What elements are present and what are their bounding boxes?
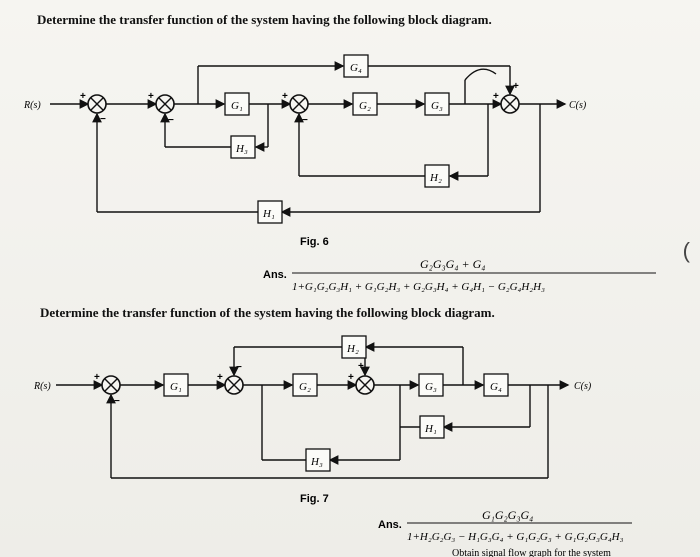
fig6-summing-junction-4	[500, 94, 520, 114]
fig6-summing-junction-2	[155, 94, 175, 114]
svg-text:+: +	[348, 372, 354, 383]
svg-text:+: +	[513, 81, 519, 92]
fig7-summing-junction-2	[224, 375, 244, 395]
svg-text:+: +	[493, 91, 499, 102]
fig7-block-h2-label: H₂	[346, 343, 359, 355]
fig6-block-h1-label: H₁	[262, 208, 275, 220]
svg-text:−: −	[114, 396, 120, 407]
fig7-answer-label: Ans.	[378, 519, 402, 531]
fig7-caption: Fig. 7	[300, 493, 329, 505]
svg-text:−: −	[302, 115, 308, 126]
fig6-answer-label: Ans.	[263, 269, 287, 281]
fig6-answer-denominator: 1+G₁G₂G₃H₁ + G₁G₂H₃ + G₂G₃H₄ + G₄H₁ − G₂…	[292, 281, 545, 293]
fig6-block-h3-label: H₃	[235, 143, 248, 155]
fig6-block-g4-label: G₄	[350, 62, 362, 74]
svg-text:+: +	[148, 91, 154, 102]
fig7-answer-denominator: 1+H₂G₂G₃ − H₁G₃G₄ + G₁G₂G₃ + G₁G₂G₃G₄H₃	[407, 531, 624, 543]
fig6-block-g1-label: G₁	[231, 100, 243, 112]
fig7-block-g2-label: G₂	[299, 381, 311, 393]
fig6-caption: Fig. 6	[300, 236, 329, 248]
svg-text:−: −	[168, 115, 174, 126]
fig6-block-g2-label: G₂	[359, 100, 371, 112]
svg-text:+: +	[80, 91, 86, 102]
fig6-input-label: R(s)	[23, 100, 41, 111]
svg-text:−: −	[100, 114, 106, 125]
fig7-summing-junction-1	[101, 375, 121, 395]
figure-6-diagram: R(s) + − + − G₁ + −	[23, 54, 656, 293]
fig6-block-h2-label: H₂	[429, 172, 442, 184]
fig7-input-label: R(s)	[33, 381, 51, 392]
fig7-block-h1-label: H₁	[424, 423, 437, 435]
fig7-answer-numerator: G₁G₂G₃G₄	[482, 508, 533, 522]
fig6-summing-junction-1	[87, 94, 107, 114]
fig7-output-label: C(s)	[574, 381, 592, 392]
fig7-block-g3-label: G₃	[425, 381, 437, 393]
fig7-block-h3-label: H₃	[310, 456, 323, 468]
fig6-answer-numerator: G₂G₃G₄ + G₄	[420, 257, 485, 271]
fig6-summing-junction-3	[289, 94, 309, 114]
svg-text:+: +	[358, 361, 364, 372]
svg-text:−: −	[236, 362, 242, 373]
footer-text: Obtain signal flow graph for the system	[452, 548, 611, 557]
problem-2-heading: Determine the transfer function of the s…	[40, 305, 495, 320]
svg-text:+: +	[94, 372, 100, 383]
fig6-block-g3-label: G₃	[431, 100, 443, 112]
fig6-output-label: C(s)	[569, 100, 587, 111]
svg-text:+: +	[282, 91, 288, 102]
fig7-summing-junction-3	[355, 375, 375, 395]
svg-text:+: +	[217, 372, 223, 383]
fig7-block-g1-label: G₁	[170, 381, 182, 393]
fig7-block-g4-label: G₄	[490, 381, 502, 393]
figure-7-diagram: R(s) + − G₁ + − G₂	[33, 335, 632, 557]
side-mark: (	[682, 238, 690, 263]
problem-1-heading: Determine the transfer function of the s…	[37, 12, 492, 27]
